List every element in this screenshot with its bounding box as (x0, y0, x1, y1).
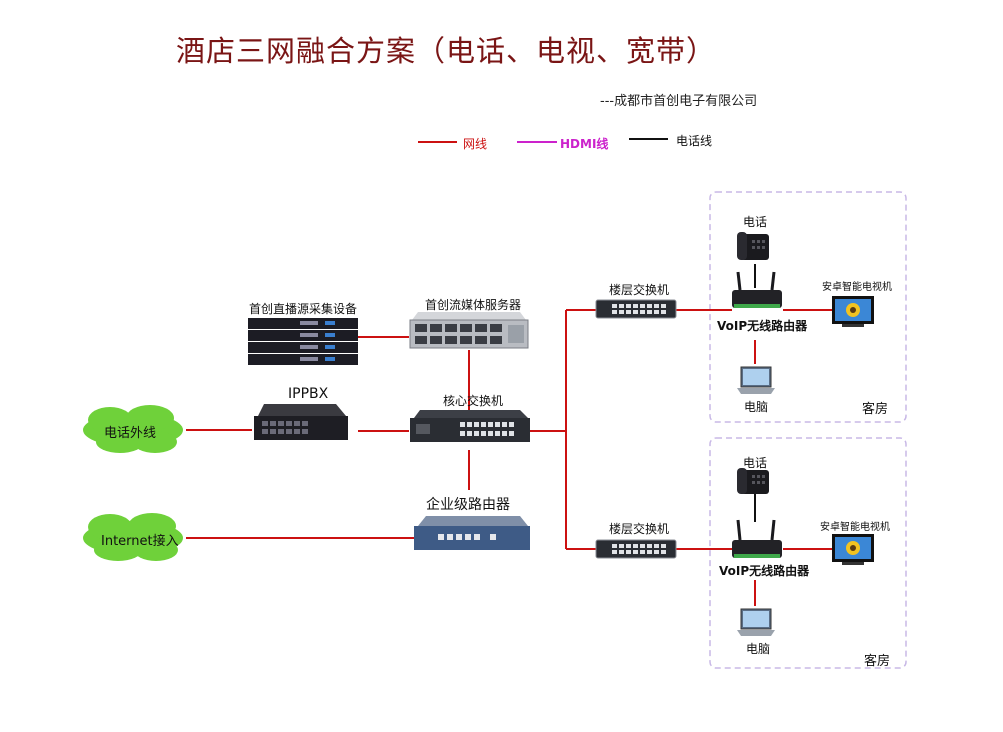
room2-phone-icon (737, 468, 769, 494)
room2-voip-router-icon (732, 519, 782, 558)
ippbx-label: IPPBX (288, 386, 329, 402)
room2-router-label: VoIP无线路由器 (719, 564, 810, 578)
room1-phone-icon (737, 232, 769, 260)
media-server-icon (409, 312, 529, 349)
floor-switch-2-icon (595, 539, 677, 559)
floor-switch-1-icon (595, 299, 677, 319)
room1-pc-icon (737, 366, 775, 394)
legend-phone-label: 电话线 (676, 134, 713, 148)
room2-tv-icon (832, 534, 874, 565)
core-switch-label: 核心交换机 (443, 394, 504, 408)
cloud-internet-icon (83, 513, 183, 561)
room-box-1 (709, 191, 907, 423)
room1-tv-icon (832, 296, 874, 327)
internet-label: Internet接入 (101, 534, 179, 549)
floor-switch-1-label: 楼层交换机 (609, 283, 670, 297)
room1-voip-router-icon (732, 271, 782, 308)
company-subtitle: ---成都市首创电子有限公司 (600, 94, 758, 109)
live-source-icon (248, 318, 358, 365)
legend-hdmi-label: HDMI线 (560, 137, 609, 151)
room-box-2 (709, 437, 907, 669)
legend-network-label: 网线 (463, 137, 488, 151)
room2-label: 客房 (864, 654, 891, 669)
room1-phone-label: 电话 (743, 215, 768, 229)
live-source-label: 首创直播源采集设备 (249, 302, 358, 316)
room1-label: 客房 (862, 402, 889, 417)
room1-tv-label: 安卓智能电视机 (822, 282, 892, 293)
phone-line-label: 电话外线 (104, 426, 157, 441)
media-server-label: 首创流媒体服务器 (425, 298, 522, 312)
page-title: 酒店三网融合方案（电话、电视、宽带） (176, 34, 717, 68)
router-label: 企业级路由器 (426, 497, 510, 513)
enterprise-router-icon (414, 516, 530, 550)
ippbx-icon (254, 404, 348, 440)
room1-router-label: VoIP无线路由器 (717, 319, 808, 333)
cloud-phone-icon (83, 405, 183, 453)
room1-pc-label: 电脑 (744, 400, 769, 414)
room2-pc-label: 电脑 (746, 642, 771, 656)
network-links (186, 309, 832, 606)
room2-phone-label: 电话 (743, 456, 768, 470)
core-switch-icon (410, 410, 530, 442)
room2-pc-icon (737, 608, 775, 636)
room2-tv-label: 安卓智能电视机 (820, 522, 890, 533)
floor-switch-2-label: 楼层交换机 (609, 522, 670, 536)
